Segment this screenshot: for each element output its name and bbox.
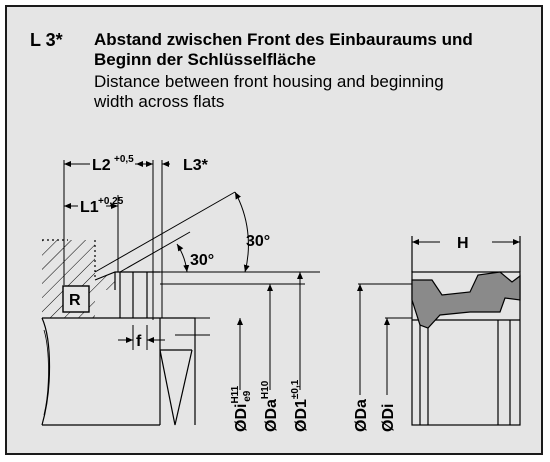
label-l3: L3* bbox=[183, 157, 209, 174]
title-english: Distance between front housing and begin… bbox=[94, 72, 534, 112]
title-english-line-2: width across flats bbox=[94, 92, 225, 111]
label-diameter-da-seal: ØDa bbox=[353, 399, 370, 432]
title-german-line-1: Abstand zwischen Front des Einbauraums u… bbox=[94, 30, 473, 49]
label-l2-tolerance: +0,5 bbox=[114, 154, 134, 165]
label-f: f bbox=[136, 333, 142, 350]
label-l2: L2 bbox=[92, 157, 111, 174]
diagram-frame bbox=[5, 5, 543, 455]
label-l1: L1 bbox=[80, 199, 99, 216]
dimension-lines-left bbox=[63, 160, 320, 390]
reference-label: L 3* bbox=[30, 30, 63, 50]
label-angle-outer: 30° bbox=[246, 233, 270, 250]
labels-left: L2 +0,5 L3* L1 +0,25 30° 30° R f ØDiH11e… bbox=[69, 154, 310, 432]
label-l1-tolerance: +0,25 bbox=[98, 196, 124, 207]
title-english-line-1: Distance between front housing and begin… bbox=[94, 72, 444, 91]
label-diameter-di: ØDiH11e9 bbox=[230, 385, 253, 432]
label-r: R bbox=[69, 292, 81, 309]
title-german-line-2: Beginn der Schlüsselfläche bbox=[94, 50, 317, 69]
label-h: H bbox=[457, 235, 469, 252]
labels-right: H ØDa ØDi bbox=[353, 235, 469, 432]
dimension-lines-right bbox=[357, 239, 520, 395]
label-diameter-da: ØDaH10 bbox=[260, 380, 280, 432]
label-angle-inner: 30° bbox=[190, 252, 214, 269]
label-diameter-di-seal: ØDi bbox=[380, 404, 397, 432]
label-diameter-d1: ØD1±0,1 bbox=[290, 379, 310, 432]
seal-right-view bbox=[411, 236, 521, 426]
title-german: Abstand zwischen Front des Einbauraums u… bbox=[94, 30, 534, 70]
